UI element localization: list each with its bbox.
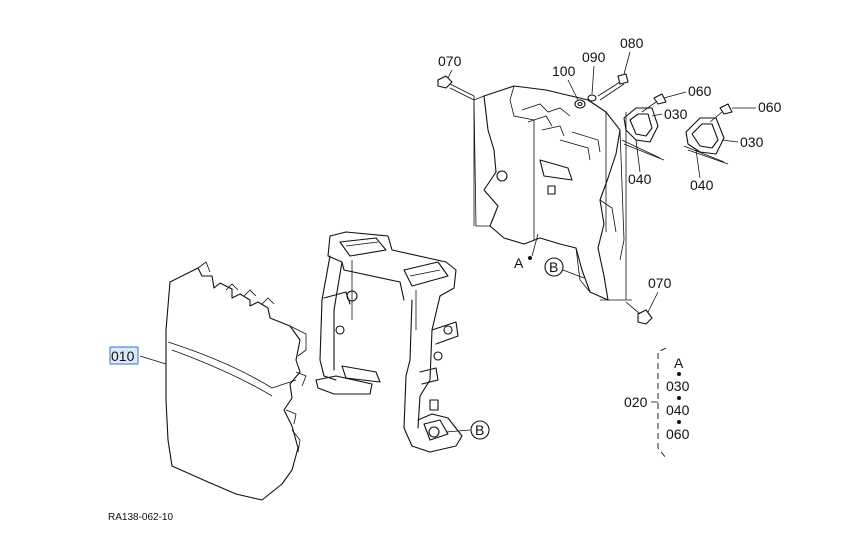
label-060-a[interactable]: 060 [688, 83, 712, 99]
leader-a [531, 233, 539, 257]
leader-070-upper [447, 69, 453, 79]
part-090-washer[interactable] [587, 94, 597, 102]
label-030-b[interactable]: 030 [740, 134, 764, 150]
kit-legend-020: A 030 040 060 [657, 347, 690, 459]
leader-040-b [695, 149, 701, 179]
leader-080 [623, 51, 631, 75]
part-100-washer[interactable] [574, 99, 586, 109]
part-060-bolt-b[interactable] [709, 103, 733, 123]
callout-b-lower[interactable]: B [445, 420, 490, 440]
label-040-b[interactable]: 040 [690, 177, 714, 193]
legend-item-030: 030 [666, 378, 690, 394]
leader-030-b [721, 139, 739, 143]
callout-b-lower-text: B [475, 422, 484, 438]
point-a-dot [528, 256, 532, 260]
part-060-bolt-a[interactable] [641, 93, 667, 113]
label-100[interactable]: 100 [552, 63, 576, 79]
label-040-a[interactable]: 040 [628, 171, 652, 187]
legend-item-060: 060 [666, 426, 690, 442]
part-010-front-cover[interactable] [165, 261, 307, 501]
legend-item-040: 040 [666, 402, 690, 418]
part-030-bracket-a[interactable] [621, 107, 665, 161]
drawing-code: RA138-062-10 [108, 512, 173, 523]
part-070-bolt-upper[interactable] [437, 75, 475, 101]
callout-b-upper-text: B [549, 259, 558, 275]
label-060-b[interactable]: 060 [758, 99, 782, 115]
leader-100 [567, 79, 579, 101]
part-030-bracket-b[interactable] [683, 117, 729, 165]
leader-070-lower [647, 291, 659, 313]
callout-b-upper[interactable]: B [544, 257, 585, 279]
leader-030-a [651, 113, 663, 117]
part-080-bolt[interactable] [597, 73, 629, 101]
label-080[interactable]: 080 [620, 35, 644, 51]
part-070-bolt-lower[interactable] [625, 301, 653, 325]
leader-060-a [663, 91, 687, 99]
leader-010 [139, 355, 167, 365]
leader-040-a [635, 139, 641, 173]
center-frame[interactable] [315, 231, 463, 453]
leader-090 [591, 65, 595, 95]
label-070-upper[interactable]: 070 [438, 53, 462, 69]
label-070-lower[interactable]: 070 [648, 275, 672, 291]
label-010[interactable]: 010 [111, 348, 135, 364]
point-a-label[interactable]: A [514, 255, 524, 271]
label-090[interactable]: 090 [582, 49, 606, 65]
rear-panel[interactable] [473, 85, 625, 301]
legend-item-a: A [674, 355, 684, 371]
label-030-a[interactable]: 030 [664, 106, 688, 122]
label-010-highlight [109, 346, 139, 365]
label-020[interactable]: 020 [624, 394, 648, 410]
